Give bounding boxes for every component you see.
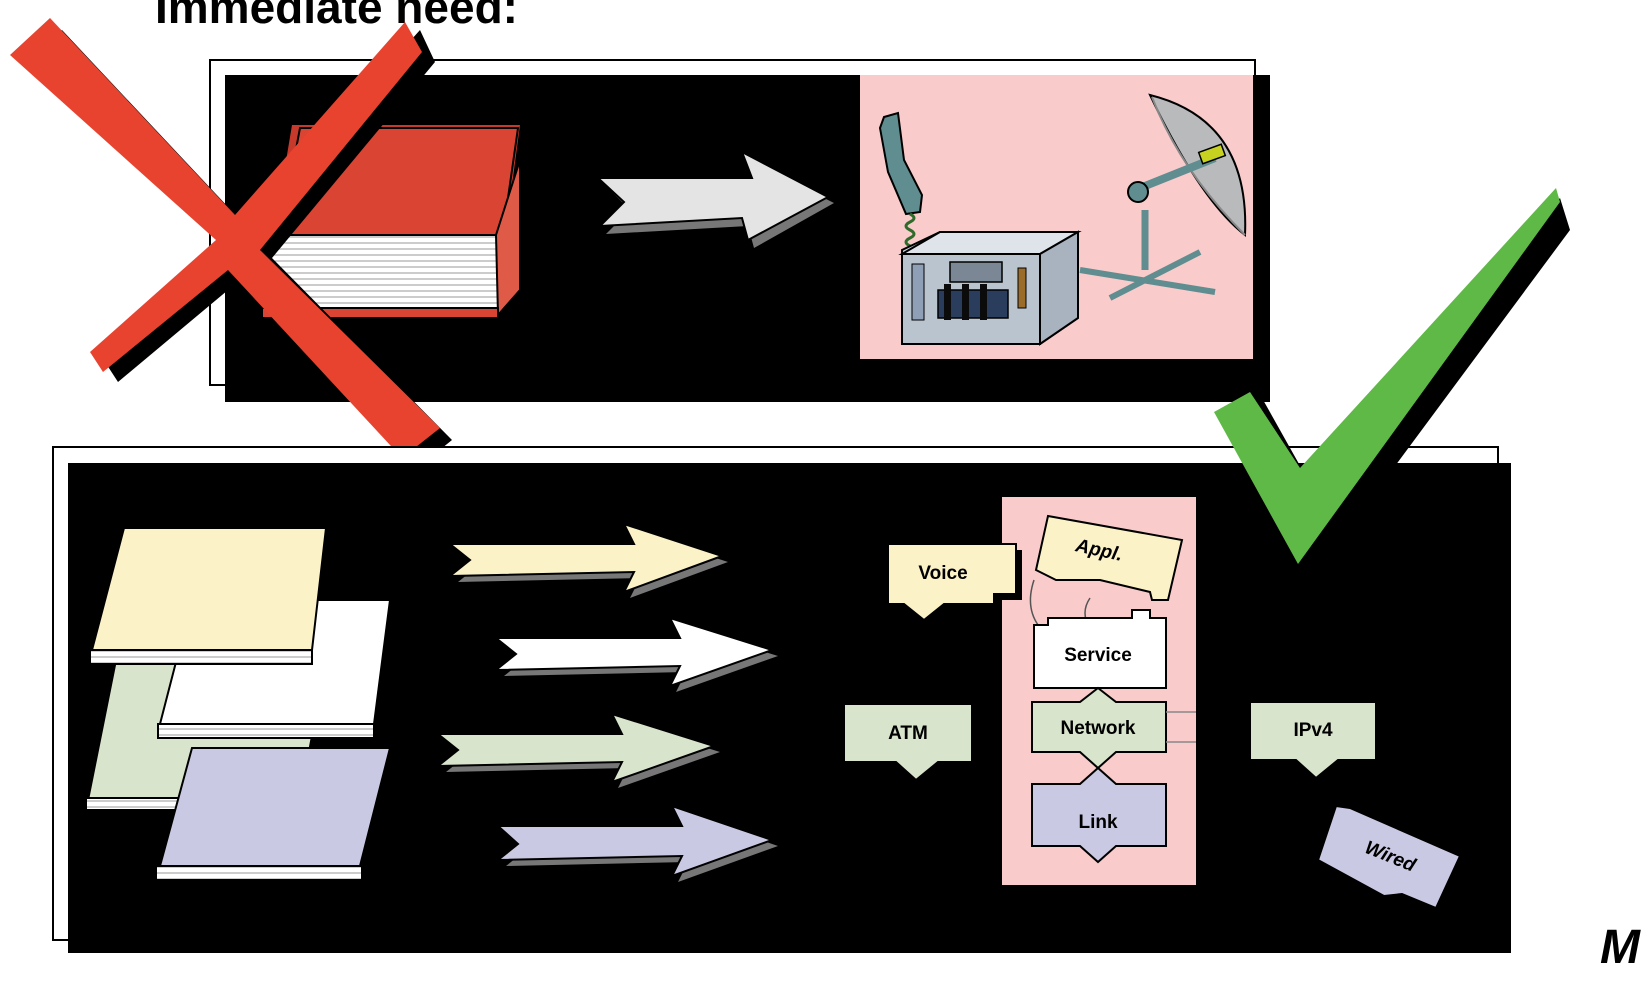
ipv4-block: IPv4	[1249, 701, 1384, 786]
network-block: Network	[1031, 686, 1196, 770]
voice-block: Voice	[887, 543, 1022, 628]
atm-label: ATM	[888, 723, 928, 744]
lavender-arrow-icon	[495, 804, 778, 882]
atm-block: ATM	[843, 703, 980, 790]
wired-block: Wired	[1316, 804, 1462, 910]
grey-arrow-icon	[595, 149, 834, 248]
service-label: Service	[1064, 645, 1132, 666]
link-block: Link	[1031, 766, 1167, 864]
ipv4-label: IPv4	[1293, 720, 1333, 741]
book-stack-icon	[85, 527, 392, 881]
link-label: Link	[1078, 812, 1117, 833]
cross-mark-icon	[10, 18, 452, 470]
service-block: Service	[1033, 609, 1167, 689]
voice-label: Voice	[918, 563, 967, 584]
transceiver-unit-icon	[898, 230, 1082, 346]
page-heading: Immediate need:	[155, 0, 518, 33]
satellite-dish-icon	[1079, 93, 1247, 301]
corner-label: M	[1600, 921, 1640, 974]
check-mark-icon	[1214, 188, 1570, 578]
network-label: Network	[1061, 718, 1136, 739]
sage-arrow-icon	[435, 712, 720, 788]
white-arrow-icon	[493, 616, 778, 692]
cream-arrow-icon	[447, 522, 728, 598]
